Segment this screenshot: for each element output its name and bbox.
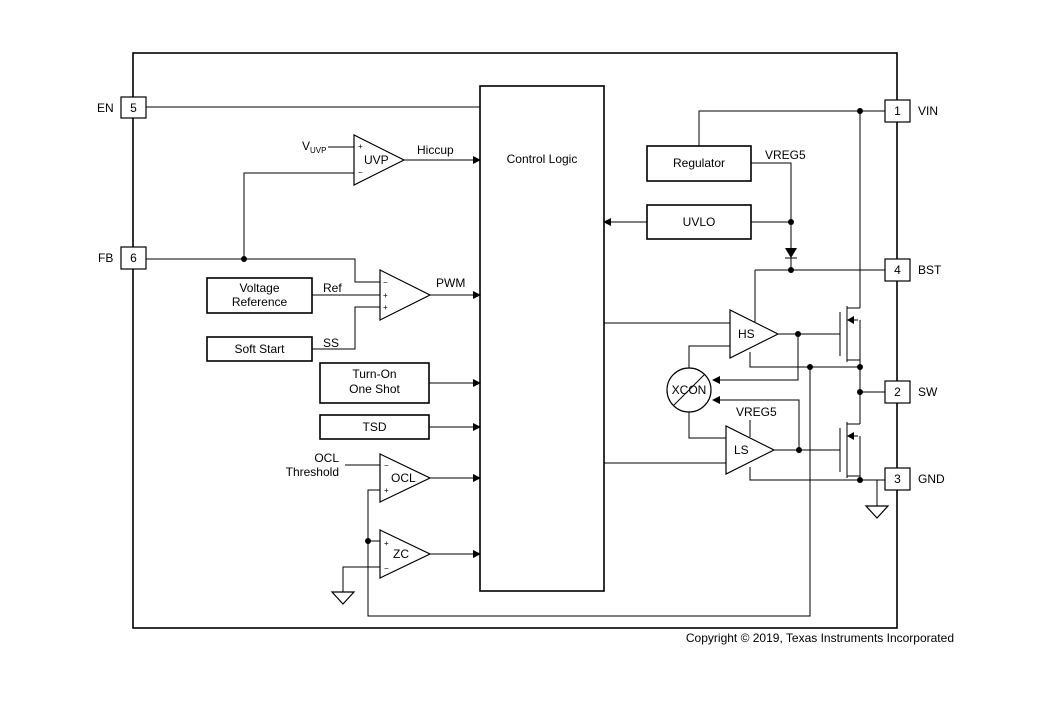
hs-driver: HS	[729, 309, 780, 359]
turn-on-label-2: One Shot	[349, 382, 400, 396]
ocl-label: OCL	[391, 471, 416, 485]
control-logic-block: Control Logic	[479, 85, 605, 592]
vin-to-regulator-wire	[698, 110, 885, 146]
pin-en-number: 5	[130, 101, 137, 115]
pwm-minus-sign: −	[383, 278, 388, 287]
ls-gnd-ref-wire	[749, 467, 885, 481]
pwm-plus-sign-1: +	[383, 291, 388, 300]
ref-label: Ref	[323, 281, 342, 295]
voltage-reference-block: Voltage Reference	[206, 277, 313, 314]
zc-plus-sign: +	[384, 539, 389, 548]
fb-junction	[241, 256, 247, 262]
ss-label: SS	[323, 336, 339, 350]
hs-feedback-wire	[712, 334, 799, 384]
ls-feedback-wire	[712, 396, 800, 450]
ocl-threshold-label-1: OCL	[314, 451, 339, 465]
zc-ground-wire	[342, 566, 380, 592]
voltage-reference-label-2: Reference	[232, 295, 288, 309]
zc-label: ZC	[393, 547, 409, 561]
ocl-threshold-label-2: Threshold	[286, 465, 339, 479]
zc-comparator: ZC + −	[379, 529, 432, 579]
pin-vin-number: 1	[894, 104, 901, 118]
vreg5-wire	[751, 162, 792, 248]
fb-to-uvp-wire	[243, 172, 354, 259]
hs-sw-ref-wire	[749, 352, 860, 368]
xcon-to-hs-wire	[688, 345, 730, 368]
pin-fb: 6 FB	[98, 246, 147, 270]
hs-label: HS	[738, 327, 755, 341]
fb-wire	[146, 258, 380, 283]
vuvp-subscript: UVP	[310, 146, 326, 155]
regulator-block: Regulator	[646, 145, 752, 182]
pin-sw-label: SW	[918, 385, 938, 399]
sw-sense-wire	[367, 367, 811, 617]
control-logic-label: Control Logic	[507, 152, 578, 166]
pin-gnd: 3 GND	[884, 467, 945, 491]
xcon-to-ls-wire	[688, 412, 726, 439]
pin-bst-label: BST	[918, 263, 942, 277]
ocl-minus-sign: −	[384, 461, 389, 470]
pin-vin: 1 VIN	[884, 99, 938, 123]
uvlo-junction	[788, 219, 794, 225]
gnd-symbol	[864, 505, 890, 519]
uvp-plus-sign: +	[358, 142, 363, 151]
tsd-label: TSD	[363, 420, 387, 434]
xcon-block: XCON	[666, 367, 712, 413]
pin-en-label: EN	[97, 101, 114, 115]
gnd-junction	[857, 477, 863, 483]
pin-gnd-label: GND	[918, 472, 945, 486]
sw-sense-junction	[365, 538, 371, 544]
ocl-comparator: OCL − +	[379, 453, 432, 503]
pin-en: 5 EN	[97, 96, 147, 119]
low-side-mosfet	[839, 420, 861, 480]
bootstrap-diode	[785, 248, 797, 259]
vreg5-top-label: VREG5	[765, 148, 806, 162]
pin-bst: 4 BST	[884, 258, 942, 282]
zc-ground-symbol	[330, 591, 356, 605]
sw-rail-junction	[857, 364, 863, 370]
voltage-reference-label-1: Voltage	[239, 281, 279, 295]
vuvp-label: V	[302, 139, 310, 153]
pwm-plus-sign-2: +	[383, 303, 388, 312]
pin-gnd-number: 3	[894, 472, 901, 486]
soft-start-label: Soft Start	[234, 342, 285, 356]
high-side-mosfet	[839, 304, 861, 362]
regulator-label: Regulator	[673, 156, 725, 170]
pin-sw: 2 SW	[884, 380, 938, 404]
pwm-label: PWM	[436, 276, 465, 290]
uvp-label: UVP	[364, 153, 389, 167]
bst-junction	[788, 267, 794, 273]
device-outline	[132, 52, 898, 629]
zc-minus-sign: −	[384, 564, 389, 573]
sw-pin-junction	[857, 389, 863, 395]
uvlo-label: UVLO	[683, 215, 716, 229]
ocl-plus-sign: +	[384, 486, 389, 495]
turn-on-label-1: Turn-On	[352, 367, 396, 381]
xcon-label: XCON	[672, 383, 707, 397]
uvp-comparator: UVP + −	[353, 134, 406, 186]
turn-on-one-shot-block: Turn-On One Shot	[319, 362, 430, 404]
vreg5-ls-label: VREG5	[736, 405, 777, 419]
pin-fb-number: 6	[130, 251, 137, 265]
hiccup-label: Hiccup	[417, 143, 454, 157]
pin-vin-label: VIN	[918, 104, 938, 118]
ss-wire	[312, 306, 380, 350]
pin-bst-number: 4	[894, 263, 901, 277]
copyright-text: Copyright © 2019, Texas Instruments Inco…	[686, 631, 954, 645]
ls-driver: LS	[725, 425, 776, 475]
uvp-minus-sign: −	[358, 168, 363, 177]
uvlo-block: UVLO	[646, 204, 752, 240]
pin-fb-label: FB	[98, 251, 113, 265]
sw-node-junction	[807, 364, 813, 370]
pin-sw-number: 2	[894, 385, 901, 399]
pwm-comparator: − + +	[379, 269, 432, 321]
tsd-block: TSD	[319, 414, 430, 440]
ls-label: LS	[734, 443, 749, 457]
soft-start-block: Soft Start	[206, 336, 313, 362]
